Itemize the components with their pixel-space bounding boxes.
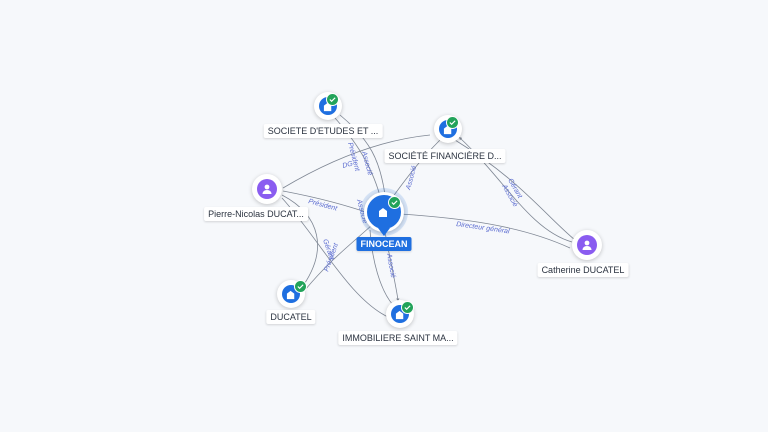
edge-pierre-nicolas-ducatel <box>281 194 318 291</box>
edge-label: Associé <box>360 150 373 177</box>
person-icon <box>582 240 592 250</box>
edge-financiere-finocean <box>391 139 441 200</box>
edge-catherine-finocean <box>398 212 571 249</box>
edge-label: DG <box>342 160 354 170</box>
edge-pierre-financiere <box>282 134 431 189</box>
node-bubble <box>572 230 602 260</box>
person-icon <box>262 184 272 194</box>
node-label: IMMOBILIERE SAINT MA... <box>338 331 458 345</box>
node-label: SOCIETE D'ETUDES ET ... <box>263 124 383 138</box>
node-label: DUCATEL <box>266 310 316 324</box>
edge-etudes-financiere <box>339 114 387 197</box>
node-label: SOCIÉTÉ FINANCIÈRE D... <box>384 149 506 163</box>
focus-pin <box>378 228 390 236</box>
node-label: Catherine DUCATEL <box>537 263 629 277</box>
building-icon <box>286 290 294 299</box>
verified-check-icon <box>401 301 414 314</box>
edge-ducatel-finocean <box>304 223 374 291</box>
verified-check-icon <box>294 280 307 293</box>
edge-finocean-etudes <box>334 117 381 197</box>
edge-label: Associé <box>385 252 396 278</box>
edge-pierre-nicolas-finocean <box>282 190 374 216</box>
building-icon <box>379 208 387 217</box>
node-label: Pierre-Nicolas DUCAT... <box>204 207 308 221</box>
edge-label: Président <box>307 198 338 213</box>
node-bubble <box>252 174 282 204</box>
verified-check-icon <box>388 196 401 209</box>
node-label: FINOCEAN <box>356 237 412 251</box>
building-icon <box>395 310 403 319</box>
verified-check-icon <box>446 116 459 129</box>
verified-check-icon <box>326 93 339 106</box>
node-bubble <box>277 280 305 308</box>
